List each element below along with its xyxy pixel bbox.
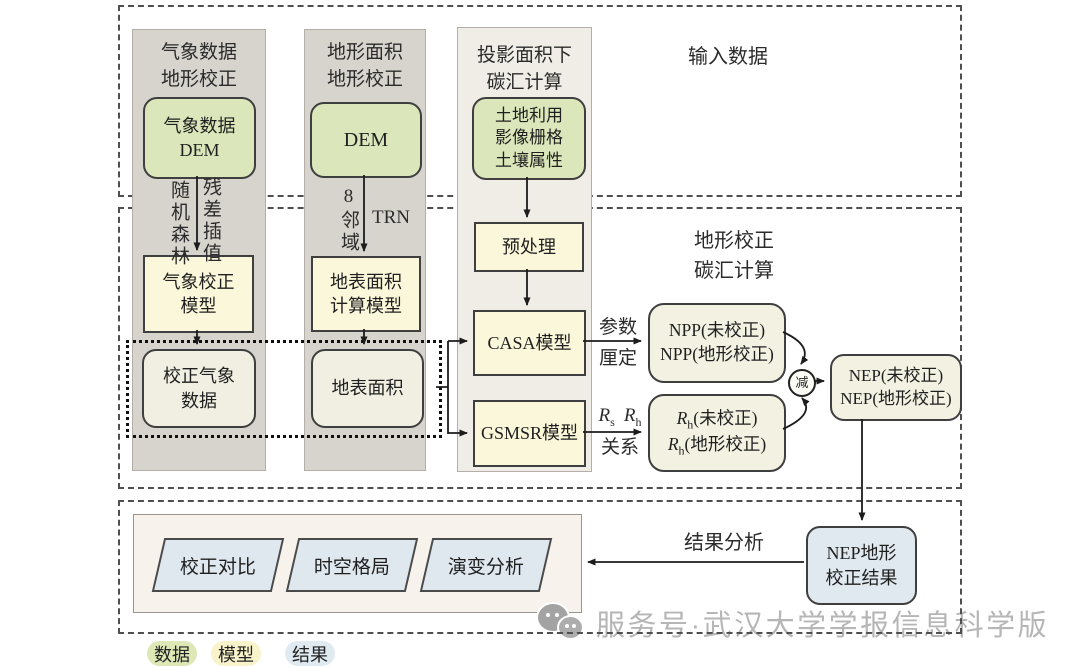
result-analysis-region [118,500,962,634]
gsmsr-model-box: GSMSR模型 [473,400,586,467]
watermark: 服务号·武汉大学学报信息科学版 [538,600,1049,646]
area-column-title: 地形面积 地形校正 [326,42,403,90]
eight-neighborhood-edge-label: 8邻域 [338,186,359,254]
random-forest-edge-label: 随机森林 [168,180,189,268]
terrain-correction-label: 地形校正 碳汇计算 [694,230,774,282]
trn-edge-label: TRN [372,207,410,228]
nep-results-box: NEP(未校正) NEP(地形校正) [830,354,962,421]
surface-area-model-box: 地表面积 计算模型 [311,256,421,332]
watermark-text: 服务号·武汉大学学报信息科学版 [596,610,1050,642]
rh-results-box: Rh(未校正) Rh(地形校正) [648,394,786,472]
relation-label: 关系 [600,437,639,459]
dem-input-box: DEM [310,102,422,178]
rh-corrected-line: Rh(地形校正) [667,434,767,458]
meteo-correction-model-box: 气象校正 模型 [143,255,254,333]
meteo-dem-input-box: 气象数据 DEM [143,97,256,179]
subtract-operator-circle: 减 [788,369,816,397]
result-analysis-label: 结果分析 [684,532,764,554]
npp-results-box: NPP(未校正) NPP(地形校正) [648,303,786,383]
legend-model-pill: 模型 [211,641,261,666]
landuse-raster-soil-box: 土地利用 影像栅格 土壤属性 [472,97,586,180]
wechat-bubble-large [538,604,568,631]
legend-data-pill: 数据 [147,641,197,666]
meteo-column-title: 气象数据 地形校正 [160,42,237,90]
parameter-calibration-edge-label: 参数 厘定 [598,317,637,370]
legend-result-pill: 结果 [285,641,335,666]
surface-area-box: 地表面积 [311,349,424,428]
residual-interpolation-edge-label: 残差插值 [200,177,221,265]
nep-correction-result-box: NEP地形 校正结果 [806,526,917,605]
corrected-meteo-data-box: 校正气象 数据 [142,349,256,428]
carbon-column-title: 投影面积下 碳汇计算 [476,45,572,93]
corrected-inputs-group-outline [126,340,442,438]
preprocess-box: 预处理 [474,222,584,272]
rh-uncorrected-line: Rh(未校正) [676,408,758,432]
casa-model-box: CASA模型 [473,310,586,376]
input-data-label: 输入数据 [688,46,768,68]
